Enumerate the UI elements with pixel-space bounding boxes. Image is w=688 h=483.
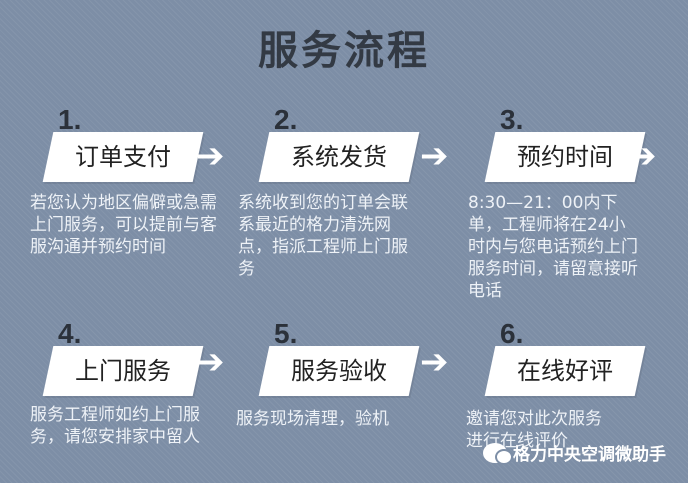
step-description: 系统收到您的订单会联系最近的格力清洗网点，指派工程师上门服务 (238, 193, 408, 279)
arrow-right-icon: ➔ (196, 342, 225, 382)
step-number: 4. (58, 318, 82, 349)
step-label-box: 服务验收 (258, 346, 420, 396)
page-title: 服务流程 (258, 28, 430, 74)
step-description: 服务现场清理，验机 (236, 409, 389, 429)
arrow-right-icon: ➔ (420, 136, 449, 176)
step-label: 上门服务 (75, 357, 171, 385)
step-number: 3. (500, 104, 524, 135)
step-description: 若您认为地区偏僻或急需上门服务，可以提前与客服沟通并预约时间 (30, 193, 217, 257)
step-label-box: 在线好评 (484, 346, 646, 396)
step-label: 在线好评 (517, 357, 613, 385)
arrow-right-icon: ➔ (628, 136, 657, 176)
arrow-right-icon: ➔ (420, 342, 449, 382)
step-number: 1. (58, 104, 82, 135)
step-label-box: 上门服务 (42, 346, 204, 396)
step-label: 预约时间 (517, 143, 613, 171)
step-label: 服务验收 (291, 357, 387, 385)
step-description: 8:30—21：00内下单，工程师将在24小时内与您电话预约上门服务时间，请留意… (468, 193, 638, 301)
step-number: 2. (274, 104, 298, 135)
arrow-right-icon: ➔ (196, 136, 225, 176)
step-label: 系统发货 (291, 143, 387, 171)
step-number: 5. (274, 318, 298, 349)
watermark: 格力中央空调微助手 (483, 440, 666, 465)
step-number: 6. (500, 318, 524, 349)
step-label-box: 系统发货 (258, 132, 420, 182)
watermark-text: 格力中央空调微助手 (513, 445, 666, 465)
wechat-icon (483, 442, 513, 465)
step-label-box: 订单支付 (42, 132, 204, 182)
step-label-box: 预约时间 (484, 132, 646, 182)
step-label: 订单支付 (75, 143, 171, 171)
step-description: 服务工程师如约上门服务，请您安排家中留人 (30, 405, 200, 447)
